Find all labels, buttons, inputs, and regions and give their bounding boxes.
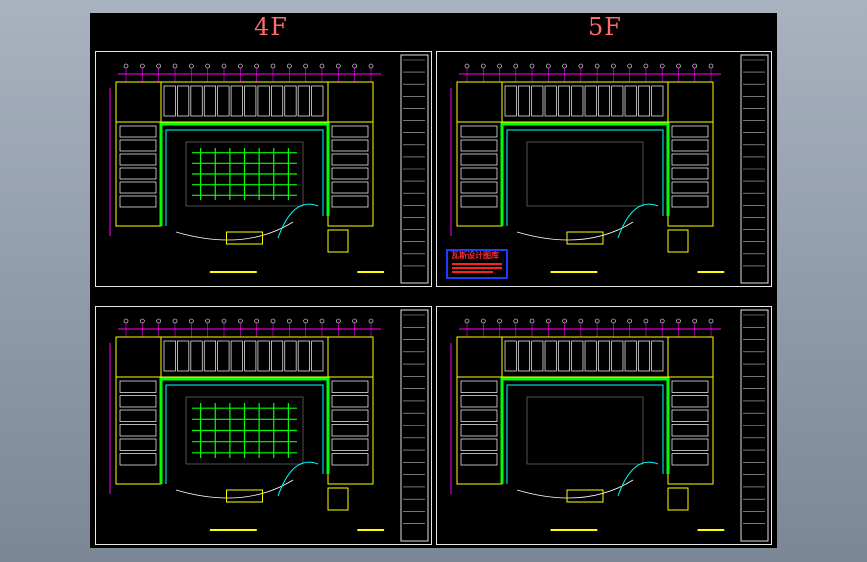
entrance	[516, 203, 689, 253]
floor-label-5f: 5F	[588, 13, 622, 41]
stamp-title: 瓦斯设计图库	[451, 251, 499, 260]
drawing-sheet-top-left[interactable]	[95, 51, 432, 287]
title-block	[740, 309, 769, 542]
drawing-sheet-top-right[interactable]	[436, 51, 772, 287]
central-hall	[526, 141, 644, 207]
watermark-stamp: 瓦斯设计图库	[446, 249, 508, 279]
dimension-lines	[109, 318, 381, 494]
rooms	[119, 85, 369, 208]
rooms	[460, 340, 709, 466]
rooms	[460, 85, 709, 208]
corridor	[159, 377, 330, 484]
title-block	[400, 309, 429, 542]
corridor	[500, 377, 670, 484]
central-hall	[526, 396, 644, 465]
corridor	[500, 122, 670, 226]
entrance	[175, 203, 349, 253]
floor-plan-drawing	[450, 54, 769, 284]
dimension-lines	[450, 63, 721, 236]
rooms	[119, 340, 369, 466]
dimension-lines	[109, 63, 381, 236]
floor-plan-drawing	[450, 309, 769, 542]
central-hall	[185, 396, 304, 465]
floor-plan-drawing	[109, 309, 429, 542]
entrance	[516, 461, 689, 511]
entrance	[175, 461, 349, 511]
corridor	[159, 122, 330, 226]
dimension-lines	[450, 318, 721, 494]
drawing-sheet-bottom-right[interactable]	[436, 306, 772, 545]
floor-plan-drawing	[109, 54, 429, 284]
floor-label-4f: 4F	[254, 13, 288, 41]
cad-model-space[interactable]: 4F 5F 瓦斯设计图库	[90, 13, 777, 548]
drawing-sheet-bottom-left[interactable]	[95, 306, 432, 545]
title-block	[400, 54, 429, 284]
central-hall	[185, 141, 304, 207]
stamp-lines	[448, 263, 506, 273]
title-block	[740, 54, 769, 284]
